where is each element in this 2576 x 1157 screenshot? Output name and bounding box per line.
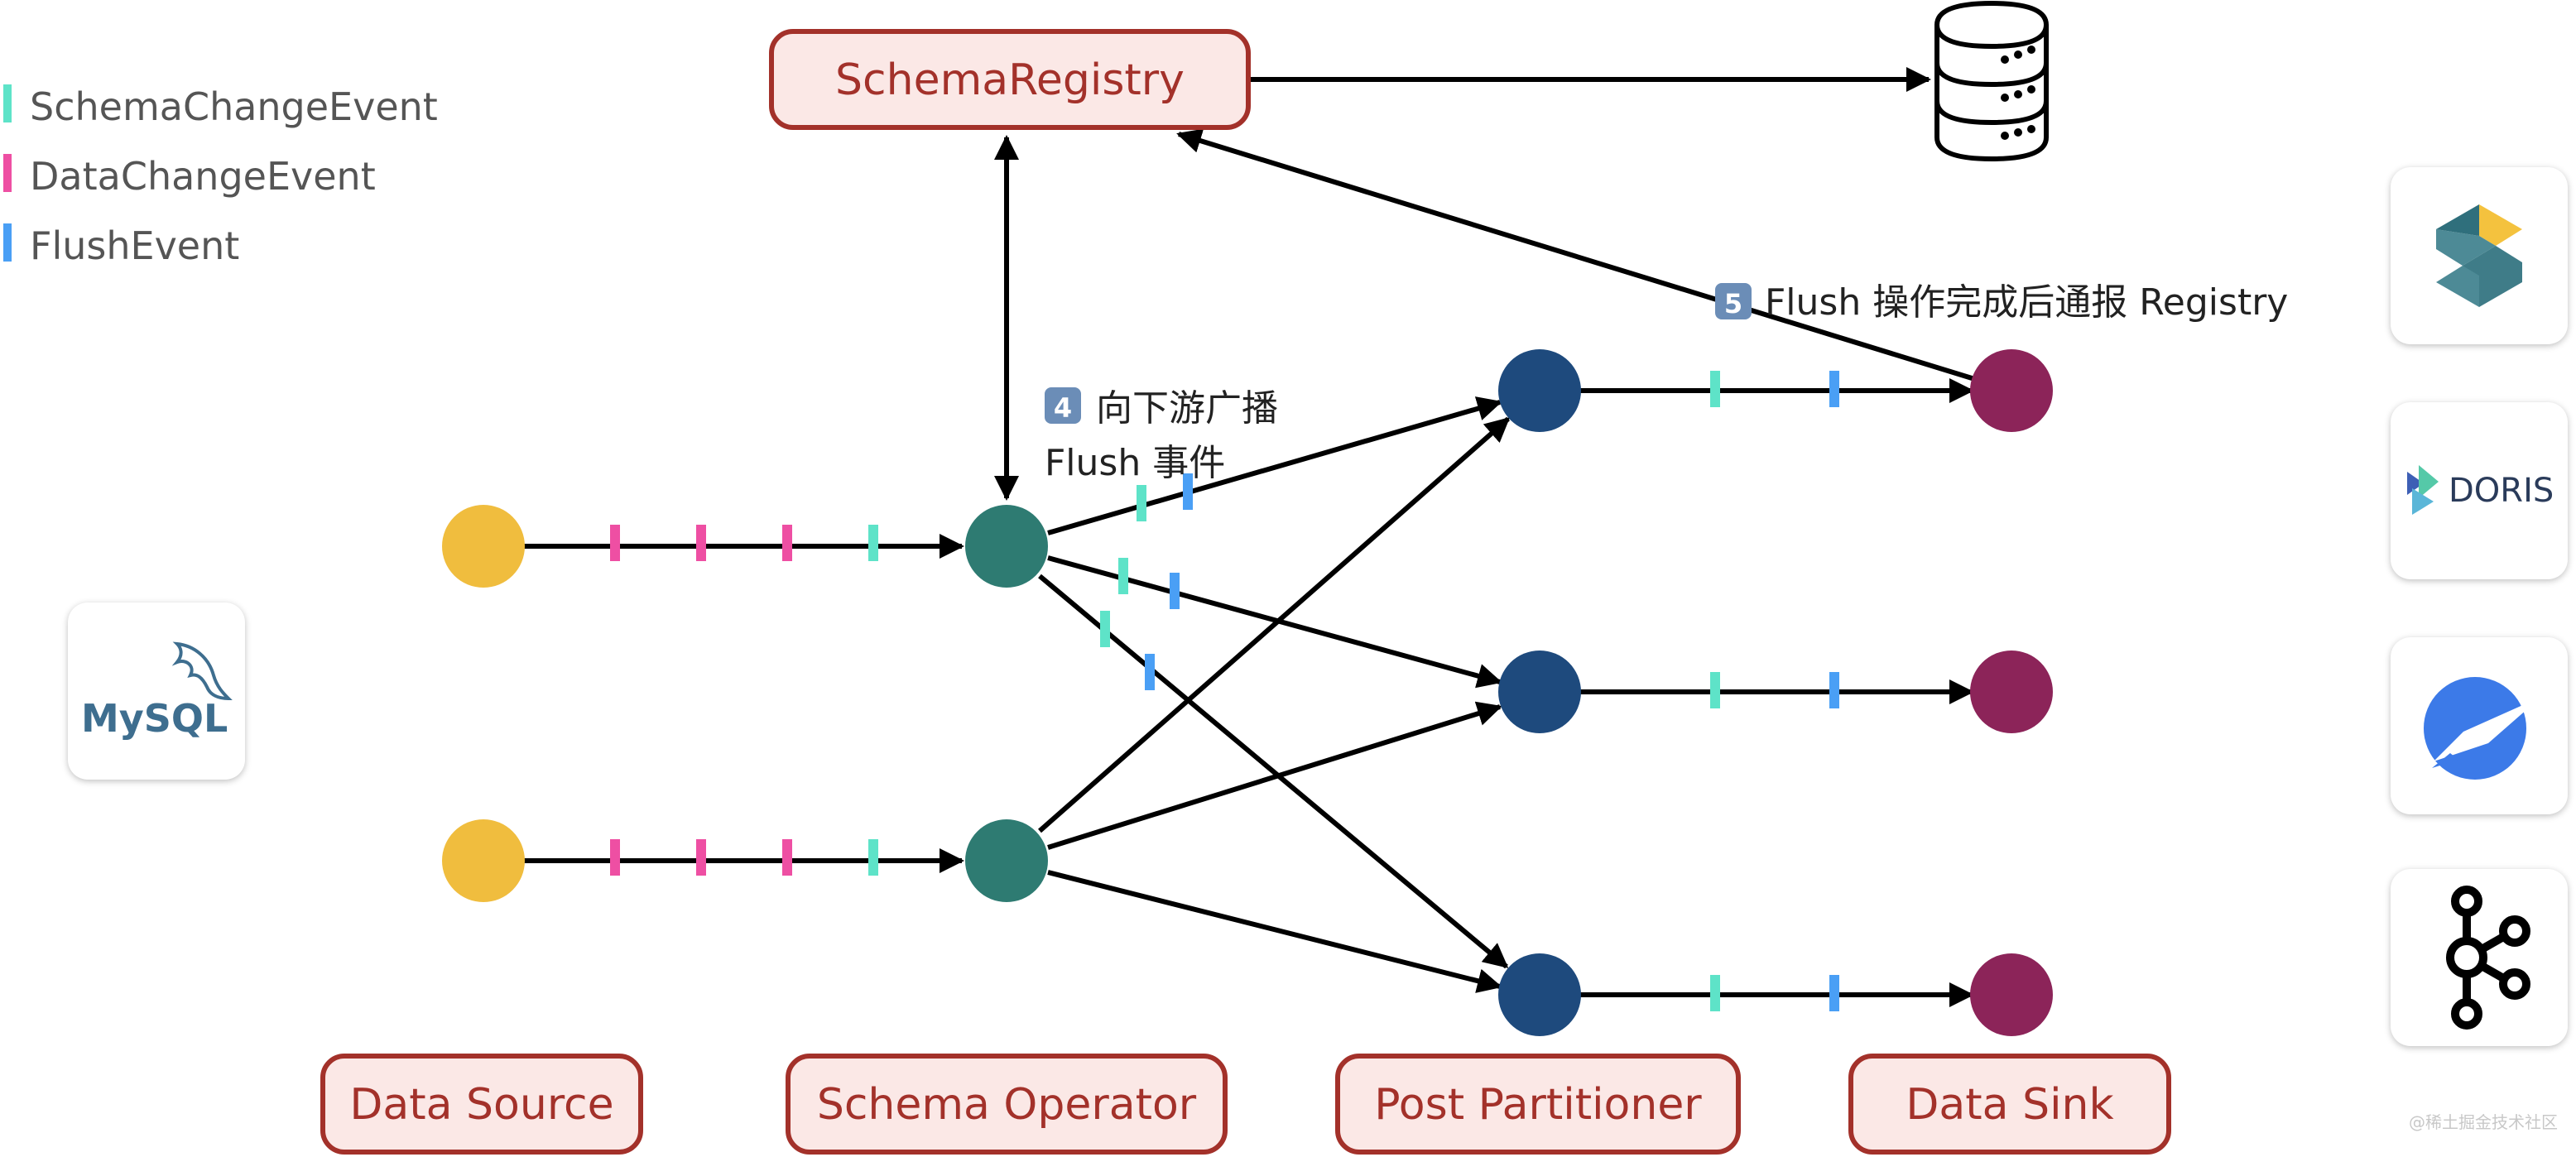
- event-data-change: [610, 525, 620, 561]
- schema-registry-label: SchemaRegistry: [835, 55, 1185, 105]
- sink-node-2: [1970, 651, 2053, 733]
- database-icon: [1934, 0, 2049, 162]
- event-schema-change: [1118, 558, 1128, 594]
- event-flush: [1829, 975, 1839, 1011]
- event-data-change: [782, 839, 792, 876]
- legend-label-data-change: DataChangeEvent: [30, 154, 376, 199]
- nodes: [442, 349, 2053, 1036]
- partitioner-node-3: [1498, 953, 1581, 1036]
- event-schema-change: [1710, 672, 1720, 708]
- mysql-logo: MySQL: [81, 641, 233, 741]
- event-flush: [1829, 672, 1839, 708]
- stage-label-schema-operator: Schema Operator: [817, 1080, 1197, 1130]
- starrocks-logo: [2424, 677, 2541, 780]
- kafka-logo-card: [2391, 869, 2568, 1046]
- stage-box-data-sink: Data Sink: [1848, 1054, 2171, 1155]
- stage-label-data-sink: Data Sink: [1906, 1080, 2113, 1130]
- schema-operator-node-2: [965, 819, 1048, 902]
- legend-label-flush: FlushEvent: [30, 223, 239, 268]
- edge-schema1-to-part3: [1038, 574, 1509, 969]
- legend-swatch-data-change: [3, 154, 12, 192]
- legend-swatch-flush: [3, 223, 12, 262]
- sink-node-3: [1970, 953, 2053, 1036]
- doris-logo-card: DORIS: [2391, 402, 2568, 579]
- step5-badge: [1715, 283, 1752, 319]
- event-schema-change: [868, 839, 878, 876]
- event-data-change: [610, 839, 620, 876]
- stage-box-schema-operator: Schema Operator: [786, 1054, 1228, 1155]
- event-schema-change: [1710, 975, 1720, 1011]
- step5-badge-number: 5: [1724, 288, 1742, 319]
- event-schema-change: [1710, 371, 1720, 407]
- legend-label-schema-change: SchemaChangeEvent: [30, 84, 438, 129]
- edge-schema1-to-part1: [1047, 396, 1502, 535]
- event-data-change: [696, 839, 706, 876]
- event-flush: [1829, 371, 1839, 407]
- schema-registry-box: SchemaRegistry: [769, 29, 1251, 130]
- source-node-2: [442, 819, 525, 902]
- event-flush: [1183, 473, 1193, 510]
- event-schema-change: [1100, 611, 1110, 647]
- sink-node-1: [1970, 349, 2053, 432]
- kafka-logo: [2446, 886, 2530, 1030]
- annotation-step5: 5 Flush 操作完成后通报 Registry: [1715, 281, 2288, 324]
- edge-schema2-to-part2: [1047, 701, 1502, 850]
- doris-logo: DORIS: [2407, 465, 2554, 515]
- edge-sink-to-registry: [1176, 128, 1981, 383]
- edge-schema2-to-part3: [1047, 870, 1502, 993]
- edge-schema2-to-part1: [1038, 416, 1511, 833]
- svg-text:DORIS: DORIS: [2449, 472, 2554, 510]
- event-flush: [1145, 654, 1155, 690]
- mysql-logo-card: MySQL: [68, 603, 245, 780]
- event-ticks: [610, 371, 1839, 1011]
- partitioner-node-1: [1498, 349, 1581, 432]
- legend-swatch-schema-change: [3, 84, 12, 122]
- svg-text:MySQL: MySQL: [81, 696, 228, 741]
- event-data-change: [696, 525, 706, 561]
- step4-line2: Flush 事件: [1045, 442, 1225, 484]
- annotation-step4: 4 向下游广播 Flush 事件: [1045, 387, 1278, 484]
- source-node-1: [442, 505, 525, 588]
- stage-label-post-partitioner: Post Partitioner: [1374, 1080, 1702, 1130]
- event-flush: [1170, 573, 1180, 609]
- flink-cdc-logo: [2436, 204, 2522, 307]
- step5-text: Flush 操作完成后通报 Registry: [1765, 281, 2288, 324]
- stage-box-data-source: Data Source: [320, 1054, 643, 1155]
- event-schema-change: [1137, 485, 1146, 521]
- event-data-change: [782, 525, 792, 561]
- step4-badge: [1045, 387, 1081, 424]
- legend: SchemaChangeEvent DataChangeEvent FlushE…: [3, 84, 438, 268]
- step4-line1: 向下游广播: [1096, 387, 1278, 430]
- starrocks-logo-card: [2391, 637, 2568, 814]
- edges: [523, 67, 1981, 1007]
- edge-schema1-to-part2: [1047, 555, 1502, 689]
- stage-box-post-partitioner: Post Partitioner: [1335, 1054, 1741, 1155]
- step4-badge-number: 4: [1054, 392, 1072, 424]
- stage-label-data-source: Data Source: [349, 1080, 613, 1130]
- partitioner-node-2: [1498, 651, 1581, 733]
- schema-operator-node-1: [965, 505, 1048, 588]
- flink-cdc-logo-card: [2391, 167, 2568, 344]
- event-schema-change: [868, 525, 878, 561]
- watermark: @稀土掘金技术社区: [2409, 1112, 2558, 1132]
